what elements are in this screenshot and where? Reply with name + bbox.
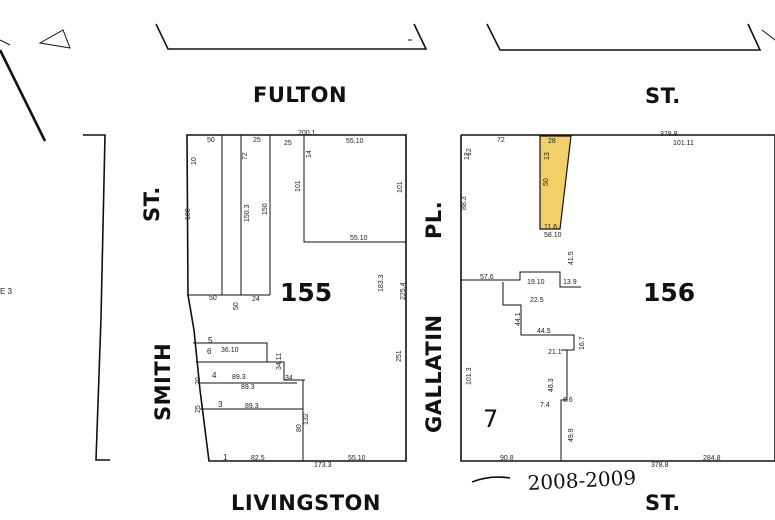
dimension-label: 251 — [396, 350, 403, 362]
dimension-label: 225.4 — [400, 282, 407, 300]
dimension-label: 101.11 — [673, 140, 694, 147]
dimension-label: 50 — [543, 178, 550, 186]
block-number-155: 155 — [280, 278, 332, 307]
lot-number-6: 6 — [207, 347, 212, 356]
dimension-labels-right: 12 72 28 378.8 101.11 88.3 101.3 13 50 1… — [461, 131, 721, 469]
lot-number-3: 3 — [218, 400, 223, 409]
dimension-label: 34 — [285, 375, 293, 382]
handwritten-annotation: 2008-2009 — [471, 465, 637, 495]
dimension-label: 200.1 — [298, 130, 316, 137]
dimension-label: 25 — [284, 140, 292, 147]
dimension-label: 22.5 — [530, 297, 544, 304]
dimension-label: 34.11 — [276, 353, 283, 370]
dimension-label: 24 — [252, 296, 260, 303]
handwritten-year: 2008-2009 — [527, 465, 637, 495]
street-label-gallatin: GALLATIN — [422, 314, 446, 433]
block-156 — [460, 134, 775, 462]
dimension-label: 50 — [209, 295, 217, 302]
dimension-label: 183.3 — [378, 274, 385, 292]
dimension-label: 13 — [544, 152, 551, 160]
dimension-label: 58.10 — [544, 232, 562, 239]
dimension-label: 72 — [242, 152, 249, 160]
street-label-fulton-st: ST. — [645, 84, 681, 108]
dimension-label: 6.6 — [563, 397, 573, 404]
street-label-livingston: LIVINGSTON — [231, 491, 381, 515]
dimension-label: 72 — [497, 137, 505, 144]
dimension-label: 80 — [296, 424, 303, 432]
dimension-label: 150.3 — [244, 204, 251, 222]
margin-note: E 3 — [0, 287, 13, 296]
dimension-label: 89.3 — [232, 374, 246, 381]
street-label-smith: SMITH — [151, 343, 175, 421]
dimension-label: 11.6 — [544, 224, 557, 231]
dimension-label: 50 — [233, 302, 240, 310]
fulton-street-outline — [38, 23, 775, 51]
lot-number-4: 4 — [212, 371, 217, 380]
dimension-label: 57.6 — [480, 274, 494, 281]
dimension-label: 101 — [397, 181, 404, 193]
dimension-label: 36.10 — [221, 347, 239, 354]
dimension-label: 89.3 — [241, 384, 255, 391]
dimension-label: 7.4 — [540, 402, 550, 409]
dimension-label: 55.10 — [348, 455, 366, 462]
dimension-label: 14 — [306, 150, 313, 158]
dimension-label: 101.3 — [466, 367, 473, 385]
dimension-label: 25 — [253, 137, 261, 144]
dimension-label: 12 — [464, 152, 471, 160]
dimension-label: 82.5 — [251, 455, 265, 462]
dimension-label: 101 — [295, 180, 302, 192]
dimension-label: 90.8 — [500, 455, 514, 462]
dimension-label: 173.3 — [314, 462, 332, 469]
dimension-label: 20 — [195, 377, 202, 385]
street-label-gallatin-pl: PL. — [422, 201, 446, 239]
dimension-label: 88.3 — [461, 196, 468, 210]
street-label-smith-st: ST. — [140, 186, 164, 222]
dimension-label: 378.8 — [651, 462, 669, 469]
dimension-label: 44.5 — [537, 328, 551, 335]
dimension-label: 55.10 — [346, 138, 364, 145]
dimension-label: 378.8 — [660, 131, 678, 138]
dimension-label: 48.3 — [548, 378, 555, 392]
dimension-label: 49.9 — [568, 428, 575, 442]
dimension-label: 50 — [207, 137, 215, 144]
dimension-label: 19.10 — [527, 279, 545, 286]
dimension-label: 150 — [262, 203, 269, 215]
lot-number-5: 5 — [208, 336, 213, 345]
dimension-label: 100 — [185, 208, 192, 220]
dimension-label: 16.7 — [579, 336, 586, 350]
dimension-label: 10 — [191, 157, 198, 165]
street-label-fulton: FULTON — [253, 83, 347, 107]
dimension-label: 21.1 — [548, 349, 562, 356]
curb-line-left — [0, 39, 47, 142]
dimension-label: 44.1 — [515, 312, 522, 326]
lot-number-7: 7 — [483, 405, 498, 433]
dimension-label: 132 — [303, 413, 310, 425]
dimension-label: 89.3 — [245, 403, 259, 410]
dimension-label: 55.10 — [350, 235, 368, 242]
dimension-label: 13.9 — [563, 279, 577, 286]
block-155 — [186, 134, 407, 462]
highlighted-lot — [539, 135, 572, 230]
block-number-156: 156 — [643, 278, 695, 307]
lot-number-1: 1 — [223, 453, 228, 462]
smith-street-curb — [83, 134, 110, 461]
street-label-livingston-st: ST. — [645, 491, 681, 515]
dimension-label: 12 — [466, 148, 473, 156]
dimension-label: 284.8 — [703, 455, 721, 462]
dimension-label: 28 — [548, 138, 556, 145]
dimension-labels-left: 50 25 25 200.1 55.10 10 100 72 150.3 150… — [185, 130, 407, 469]
dimension-label: 25 — [195, 405, 202, 413]
dimension-label: 41.5 — [568, 251, 575, 265]
